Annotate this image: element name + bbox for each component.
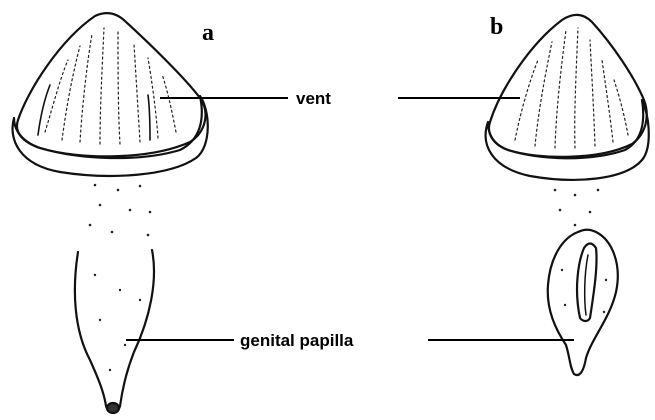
panel-b-vent-rim bbox=[486, 100, 649, 180]
panel-a-vent-rim bbox=[13, 96, 208, 176]
panel-a-genital-papilla bbox=[75, 250, 154, 412]
vent-label: vent bbox=[296, 89, 331, 108]
panel-a-papilla-tip bbox=[107, 403, 119, 413]
panel-a-label: a bbox=[202, 20, 214, 46]
panel-b-vent bbox=[489, 15, 647, 157]
panel-b-papilla-slit bbox=[577, 244, 597, 322]
panel-b-label: b bbox=[490, 14, 503, 40]
panel-a-vent bbox=[17, 13, 205, 156]
panel-a-dots bbox=[89, 184, 152, 237]
panel-a-drawing bbox=[13, 13, 208, 413]
panel-a-vent-ridges bbox=[38, 28, 176, 144]
genital-papilla-label: genital papilla bbox=[240, 331, 354, 350]
panel-a-papilla-stipple bbox=[94, 274, 141, 371]
panel-b-drawing bbox=[486, 15, 649, 375]
panel-b-dots bbox=[554, 189, 600, 227]
